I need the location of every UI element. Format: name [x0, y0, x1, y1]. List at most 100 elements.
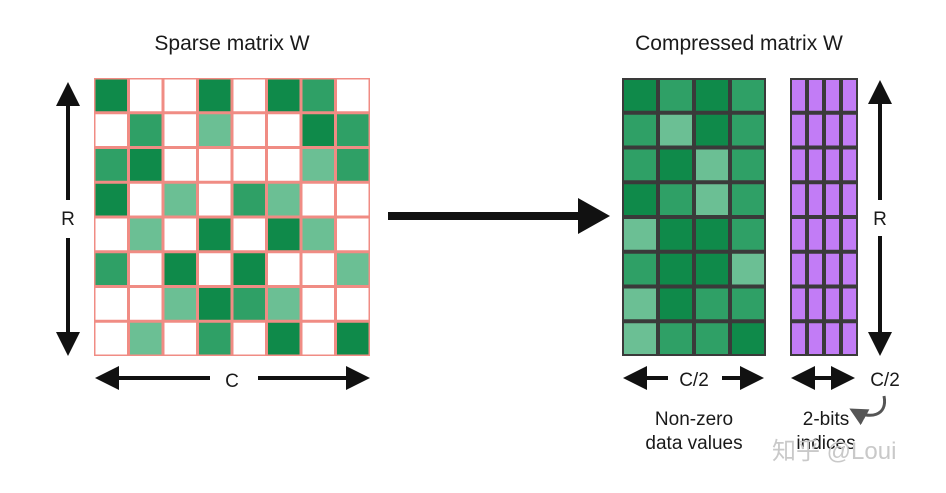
index-cell [843, 253, 856, 285]
value-cell [660, 219, 692, 250]
sparse-cell [130, 218, 162, 251]
value-cell [660, 288, 692, 320]
value-cell [696, 114, 728, 146]
sparse-cell [337, 253, 369, 285]
sparse-cell [337, 322, 369, 355]
value-cell [624, 149, 656, 181]
compressed-row-dimension: R [868, 80, 892, 356]
sparse-cell [337, 79, 369, 112]
index-cell [809, 288, 822, 320]
values-col-label: C/2 [679, 370, 709, 391]
sparse-cell [337, 288, 369, 320]
value-cell [696, 219, 728, 250]
index-cell [792, 114, 805, 146]
index-cell [792, 323, 805, 354]
sparse-cell [268, 288, 300, 320]
sparse-cell [164, 149, 196, 181]
sparse-cell [233, 79, 265, 112]
sparse-cell [199, 322, 231, 355]
sparse-cell [95, 253, 127, 285]
index-cell [843, 80, 856, 111]
value-cell [624, 114, 656, 146]
sparse-cell [95, 218, 127, 251]
sparse-cell [130, 79, 162, 112]
sparse-row-dimension: R [56, 82, 80, 356]
sparse-cell [302, 322, 334, 355]
index-cell [809, 149, 822, 181]
index-cell [809, 323, 822, 354]
index-cell [826, 114, 839, 146]
sparse-cell [233, 114, 265, 146]
sparse-cell [233, 149, 265, 181]
sparse-cell [233, 218, 265, 251]
sparse-cell [302, 183, 334, 216]
value-cell [696, 80, 728, 111]
sparse-cell [302, 79, 334, 112]
index-cell [843, 219, 856, 250]
indices-col-label: C/2 [870, 370, 900, 391]
sparse-cell [199, 218, 231, 251]
value-cell [660, 323, 692, 354]
values-caption-line2: data values [645, 433, 742, 454]
sparse-cell [95, 79, 127, 112]
index-cell [792, 149, 805, 181]
sparse-matrix-grid [94, 78, 370, 356]
sparse-cell [130, 149, 162, 181]
value-cell [732, 114, 764, 146]
sparse-cell [302, 114, 334, 146]
sparse-cell [130, 114, 162, 146]
index-cell [792, 253, 805, 285]
index-cell [843, 184, 856, 215]
sparse-cell [233, 288, 265, 320]
value-cell [624, 219, 656, 250]
index-cell [809, 253, 822, 285]
sparse-matrix-title: Sparse matrix W [154, 32, 309, 55]
index-cell [843, 149, 856, 181]
indices-grid [790, 78, 858, 356]
sparse-cell [95, 149, 127, 181]
value-cell [660, 149, 692, 181]
index-cell [809, 80, 822, 111]
sparse-cell [95, 322, 127, 355]
sparse-col-label: C [225, 371, 239, 392]
index-cell [826, 323, 839, 354]
sparse-cell [199, 149, 231, 181]
index-cell [843, 288, 856, 320]
sparse-cell [95, 114, 127, 146]
sparse-cell [130, 183, 162, 216]
value-cell [732, 80, 764, 111]
sparse-cell [164, 253, 196, 285]
sparse-cell [337, 218, 369, 251]
sparse-row-label: R [61, 209, 75, 230]
sparse-cell [233, 253, 265, 285]
value-cell [696, 184, 728, 215]
sparse-cell [95, 183, 127, 216]
index-cell [809, 184, 822, 215]
sparse-cell [302, 218, 334, 251]
value-cell [660, 114, 692, 146]
value-cell [624, 288, 656, 320]
sparse-cell [268, 79, 300, 112]
sparse-cell [130, 253, 162, 285]
compressed-row-label: R [873, 209, 887, 230]
value-cell [624, 184, 656, 215]
sparse-cell [268, 183, 300, 216]
sparse-cell [164, 322, 196, 355]
value-cell [732, 288, 764, 320]
sparse-cell [164, 114, 196, 146]
sparse-cell [233, 183, 265, 216]
watermark: 知乎 @Loui [772, 438, 896, 465]
sparse-cell [95, 288, 127, 320]
index-cell [809, 219, 822, 250]
sparse-cell [302, 149, 334, 181]
value-cell [696, 288, 728, 320]
value-cell [624, 323, 656, 354]
sparse-cell [268, 218, 300, 251]
value-cell [696, 323, 728, 354]
sparse-cell [268, 114, 300, 146]
sparse-cell [199, 253, 231, 285]
index-cell [826, 184, 839, 215]
sparse-cell [268, 149, 300, 181]
